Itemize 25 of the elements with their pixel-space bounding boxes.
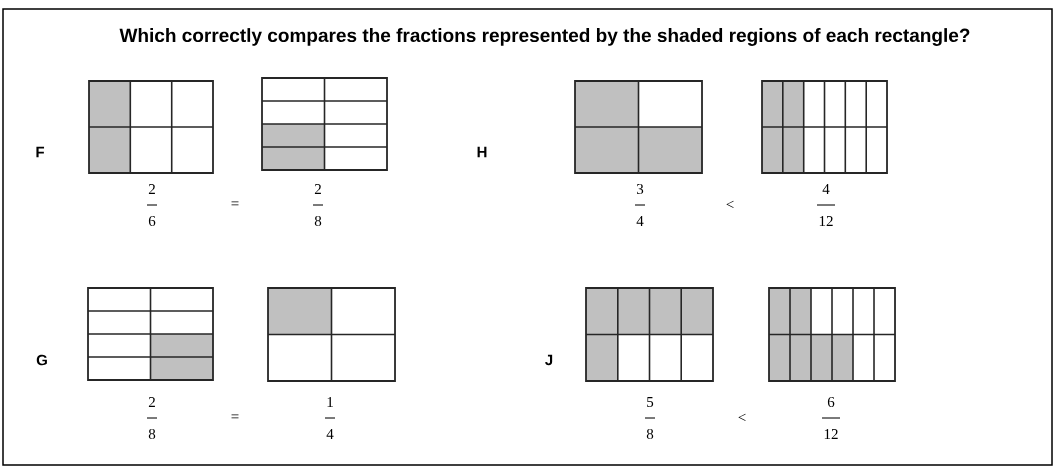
comparison-sign: < [726,200,734,208]
comparison-sign: = [231,201,239,206]
numerator: 5 [647,397,654,407]
numerator: 2 [148,184,155,194]
denominator: 12 [824,429,838,439]
option-letter: F [36,146,45,158]
denominator: 12 [819,216,833,226]
numerator: 2 [148,397,155,407]
comparison-sign: = [231,414,239,419]
comparison-sign: < [738,413,746,421]
option-letter: G [36,354,47,366]
numerator: 2 [314,184,321,194]
numerator: 3 [637,183,644,195]
denominator: 6 [148,215,156,227]
option-letter: H [477,146,487,158]
denominator: 8 [314,215,322,227]
denominator: 4 [326,429,334,439]
denominator: 8 [646,428,654,440]
denominator: 4 [636,216,644,226]
denominator: 8 [148,428,156,440]
option-letter: J [545,354,553,366]
numerator: 1 [327,397,333,407]
numerator: 4 [822,184,830,194]
numerator: 6 [827,396,835,408]
question-text: Which correctly compares the fractions represented by the shaded regions of each rectangle? [119,28,970,46]
